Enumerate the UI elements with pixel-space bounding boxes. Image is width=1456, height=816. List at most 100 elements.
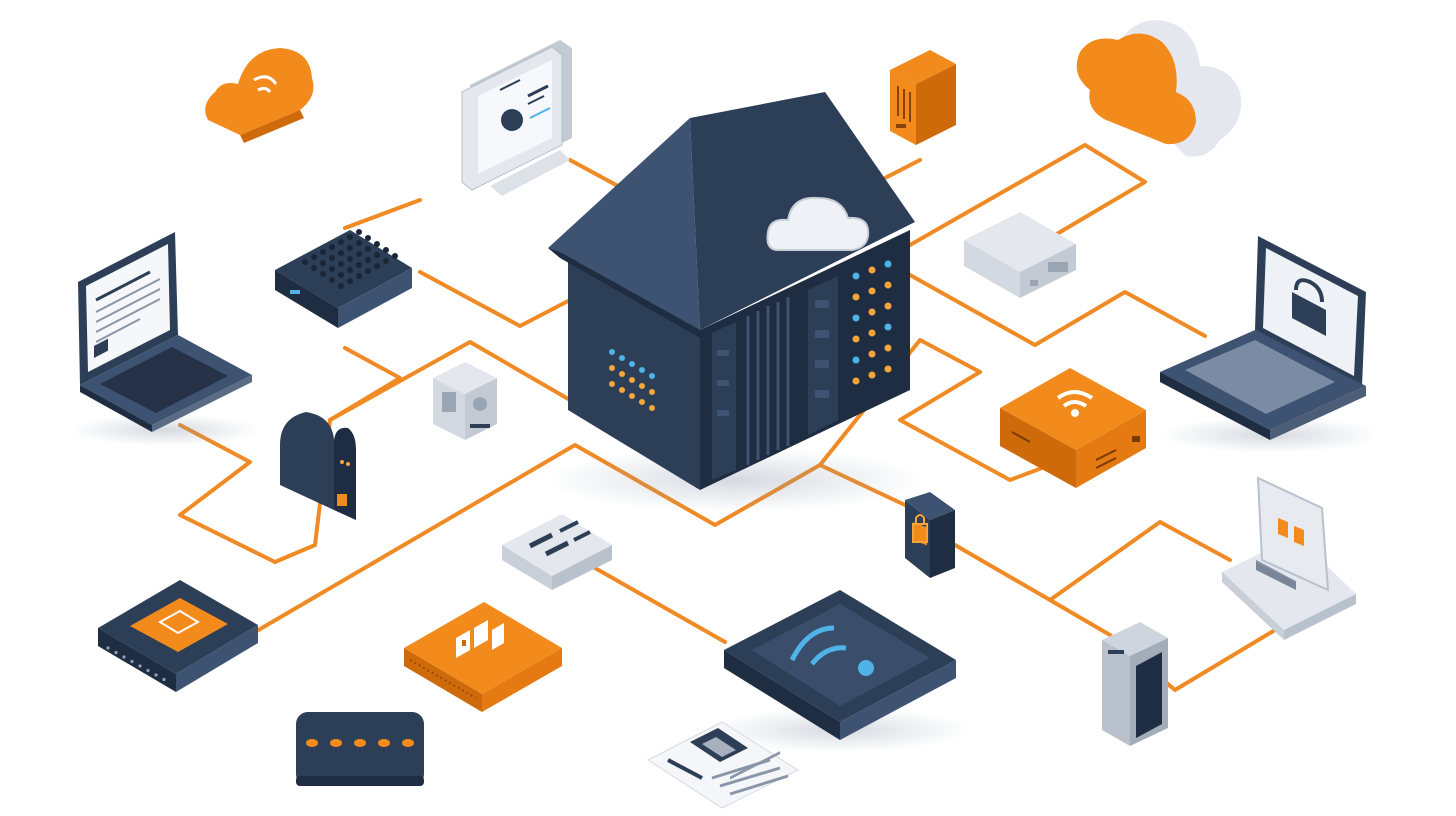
status-led [868, 329, 876, 337]
switch-port [338, 272, 344, 278]
switch-port [311, 265, 317, 271]
switch-port [365, 257, 371, 263]
switch-port [383, 247, 389, 253]
hub-port [146, 668, 150, 673]
cloud-icon[interactable] [1076, 20, 1242, 157]
link-hub-right-mid [908, 273, 1207, 347]
access-point-icon[interactable] [502, 514, 612, 590]
switch-port [356, 251, 362, 257]
switch-port [338, 261, 344, 267]
wifi-icon [1056, 390, 1094, 417]
switch-port [347, 234, 353, 240]
laptop-lock-icon[interactable] [1160, 236, 1366, 440]
document-sheet-icon[interactable] [647, 721, 800, 809]
status-led [852, 272, 860, 280]
hub-port [114, 650, 118, 655]
status-led [609, 349, 615, 355]
document-lines [94, 270, 161, 359]
lock-device-icon[interactable] [280, 412, 356, 520]
link-hub-right-upper [908, 143, 1147, 247]
status-led [868, 308, 876, 316]
display-stand-icon[interactable] [1222, 476, 1356, 640]
hub-port [130, 659, 134, 664]
cloud-icon [766, 196, 870, 251]
status-led [402, 739, 414, 747]
switch-port [329, 266, 335, 272]
status-led [884, 344, 892, 352]
link-orange-box-top [883, 158, 922, 180]
hub-port-row [106, 646, 166, 682]
status-led [852, 293, 860, 301]
status-led [354, 739, 366, 747]
switch-port [320, 260, 326, 266]
status-led [619, 355, 625, 361]
switch-port [347, 267, 353, 273]
switch-port [320, 249, 326, 255]
switch-port [356, 262, 362, 268]
switch-port [383, 258, 389, 264]
switch-port [329, 255, 335, 261]
home-server-icon[interactable] [548, 92, 915, 490]
switch-port [320, 271, 326, 277]
external-drive-icon[interactable] [964, 212, 1076, 298]
switch-port [356, 229, 362, 235]
switch-port [356, 273, 362, 279]
hub-port [138, 664, 142, 668]
status-led [639, 383, 645, 389]
switch-port [356, 240, 362, 246]
switch-port [347, 245, 353, 251]
status-led [868, 350, 876, 358]
hub-drive-bays [712, 276, 838, 480]
link-tablet [593, 566, 727, 644]
status-led [306, 739, 318, 747]
status-led [619, 371, 625, 377]
mini-server-icon[interactable] [433, 362, 497, 440]
switch-port [302, 259, 308, 265]
status-hub-icon[interactable] [296, 712, 424, 786]
status-led [629, 361, 635, 367]
hub-left-leds [609, 349, 655, 411]
switch-port-grid [302, 229, 398, 289]
switch-port [374, 252, 380, 258]
switch-port [374, 263, 380, 269]
wifi-tablet-icon[interactable] [724, 590, 956, 740]
wifi-router-icon[interactable] [1000, 368, 1146, 488]
status-led [868, 287, 876, 295]
switch-port [329, 277, 335, 283]
switch-port [338, 283, 344, 289]
link-left-upper [343, 198, 422, 230]
status-led [884, 302, 892, 310]
switch-port [347, 278, 353, 284]
network-switch-icon[interactable] [275, 229, 412, 328]
orange-server-icon[interactable] [890, 50, 956, 145]
link-left-cube [328, 340, 572, 422]
hub-port [106, 646, 110, 650]
switch-port [338, 250, 344, 256]
link-left-middle [328, 346, 402, 422]
status-led [868, 266, 876, 274]
switch-port [311, 254, 317, 260]
ground-shadows [70, 414, 1380, 752]
laptop-document-icon[interactable] [78, 232, 252, 432]
link-laptop-left [178, 423, 277, 564]
shield-hub-icon[interactable] [98, 580, 258, 692]
switch-port [329, 244, 335, 250]
terminal-tower-icon[interactable] [1102, 622, 1168, 746]
status-led [639, 399, 645, 405]
wifi-icon [789, 625, 874, 676]
switch-port [365, 268, 371, 274]
cloud-icon[interactable] [205, 48, 314, 143]
status-led [629, 393, 635, 399]
monitor-panel-icon[interactable] [461, 40, 572, 196]
link-switch-to-hub [418, 270, 572, 328]
status-led [649, 389, 655, 395]
status-led [868, 371, 876, 379]
smart-lock-icon[interactable] [905, 492, 955, 578]
media-box-icon[interactable] [404, 602, 562, 712]
hub-grille [738, 292, 800, 470]
status-led [884, 365, 892, 373]
status-led [852, 356, 860, 364]
switch-port [347, 256, 353, 262]
switch-port [365, 246, 371, 252]
